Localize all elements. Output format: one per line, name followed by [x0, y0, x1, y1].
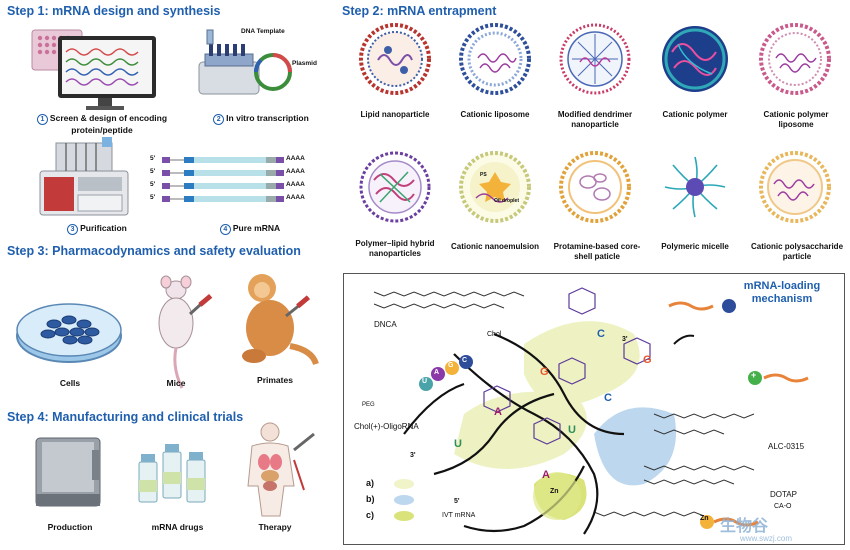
step1-title: Step 1: mRNA design and synthesis	[7, 4, 221, 18]
cationic-nanoemulsion-icon: PS Oil droplet	[458, 150, 532, 224]
dna-template-label: DNA Template	[241, 28, 285, 35]
cationic-nanoemulsion-label: Cationic nanoemulsion	[450, 242, 539, 251]
five-prime-label: 5'	[150, 194, 156, 201]
base-a-label: A	[494, 406, 502, 418]
five-prime-label: 5'	[150, 181, 156, 188]
dendrimer-nanoparticle-label: Modified dendrimer nanoparticle	[557, 110, 633, 129]
protamine-particle-icon	[558, 150, 632, 224]
mrna-drugs-label: mRNA drugs	[151, 522, 204, 532]
cationic-polymer-liposome-label: Cationic polymer liposome	[763, 110, 829, 129]
production-machine-illustration	[30, 432, 110, 512]
peg-label: PEG	[362, 402, 375, 408]
ca-o-label: CA-O	[774, 503, 792, 510]
cationic-liposome-label: Cationic liposome	[460, 110, 530, 119]
legend-c: c)	[366, 510, 375, 520]
base-g-label: G	[540, 366, 549, 378]
polymer-lipid-hybrid-label: Polymer–lipid hybrid nanoparticles	[355, 239, 435, 258]
ivt-illustration	[195, 26, 305, 106]
therapy-label: Therapy	[258, 522, 292, 532]
chol-label: Chol	[487, 331, 502, 338]
oil-droplet-label: Oil droplet	[494, 198, 519, 204]
polymer-lipid-hybrid-icon	[358, 150, 432, 224]
zn-label: Zn	[550, 488, 559, 495]
step-number-4: 4	[219, 224, 231, 235]
step3-title: Step 3: Pharmacodynamics and safety eval…	[7, 244, 301, 258]
three-prime-mech-label: 3'	[410, 452, 416, 459]
five-prime-label: 5'	[150, 155, 156, 162]
cationic-polysaccharide-icon	[758, 150, 832, 224]
cationic-polymer-icon	[658, 22, 732, 96]
base-a-bead: A	[434, 369, 440, 376]
base-g-label: G	[643, 354, 652, 366]
base-g-bead: G	[448, 362, 454, 369]
ps-label: PS	[480, 172, 487, 178]
watermark-logo: 生物谷	[720, 518, 769, 535]
lipid-nanoparticle-label: Lipid nanoparticle	[360, 110, 430, 119]
cation-plus-label: +	[751, 370, 757, 380]
nanoparticle-grid: Lipid nanoparticle Cationic liposome Mod…	[345, 22, 850, 272]
mice-label: Mice	[166, 378, 186, 388]
base-c-bead: C	[462, 357, 468, 364]
base-u-label: U	[454, 438, 462, 450]
lipid-nanoparticle-icon	[358, 22, 432, 96]
step-number-2: 2	[213, 114, 225, 125]
cells-label: Cells	[59, 378, 81, 388]
production-label: Production	[47, 522, 93, 532]
chol-oligorna-label: Chol(+)-OligoRNA	[354, 422, 419, 431]
five-prime-mech-label: 5'	[454, 498, 460, 505]
polymeric-micelle-label: Polymeric micelle	[661, 242, 729, 251]
watermark-url: www.swzj.com	[740, 534, 793, 543]
mouse-illustration	[140, 268, 220, 398]
step2-title: Step 2: mRNA entrapment	[342, 4, 497, 18]
legend-a: a)	[366, 478, 375, 488]
purification-machine-illustration	[36, 137, 136, 219]
ivt-mrna-label: IVT mRNA	[442, 512, 476, 519]
polymeric-micelle-icon	[658, 150, 732, 224]
primates-label: Primates	[257, 375, 293, 385]
dnca-label: DNCA	[374, 320, 397, 329]
three-prime-mech-label: 3'	[622, 336, 628, 343]
dotap-label: DOTAP	[770, 490, 797, 499]
step4-title: Step 4: Manufacturing and clinical trial…	[7, 410, 244, 424]
step-number-3: 3	[67, 224, 79, 235]
polya-tail-label: AAAA	[286, 155, 305, 162]
base-u-bead: U	[422, 378, 428, 385]
cationic-liposome-icon	[458, 22, 532, 96]
primate-illustration	[230, 270, 325, 370]
base-c-label: C	[604, 392, 612, 404]
protamine-particle-label: Protamine-based core-shell paticle	[553, 242, 641, 261]
mrna-vials-illustration	[135, 442, 215, 508]
polya-tail-label: AAAA	[286, 181, 305, 188]
legend-b: b)	[366, 494, 375, 504]
cationic-polymer-label: Cationic polymer	[662, 110, 728, 119]
mrna-loading-mechanism-panel: mRNA-loading mechanism DNCA Chol Chol(+)…	[343, 273, 845, 545]
step-number-1: 1	[36, 114, 48, 125]
therapy-body-illustration	[232, 420, 322, 520]
cell-dish-illustration	[14, 290, 124, 370]
mechanism-title: mRNA-loading mechanism	[743, 280, 821, 305]
zn-ligand-label: Zn	[700, 515, 709, 522]
polya-tail-label: AAAA	[286, 168, 305, 175]
cationic-polysaccharide-label: Cationic polysaccharide particle	[750, 242, 844, 261]
design-computer-illustration	[30, 22, 160, 117]
alc-0315-label: ALC-0315	[768, 442, 805, 451]
base-a-label: A	[542, 469, 550, 481]
cationic-polymer-liposome-icon	[758, 22, 832, 96]
base-u-label: U	[568, 424, 576, 436]
polya-tail-label: AAAA	[286, 194, 305, 201]
pure-mrna-strands: 5' 5' 5' 5' AAAA AAAA AAAA AAAA	[148, 152, 318, 212]
plasmid-label: Plasmid	[292, 60, 317, 67]
five-prime-label: 5'	[150, 168, 156, 175]
dendrimer-nanoparticle-icon	[558, 22, 632, 96]
base-c-label: C	[597, 328, 605, 340]
